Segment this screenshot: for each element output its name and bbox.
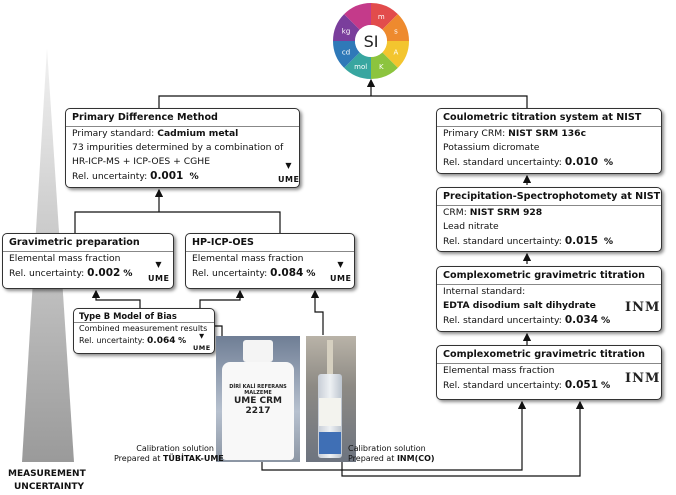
hpicp-title: HP-ICP-OES: [192, 237, 254, 248]
ume-logo: ▼UME: [193, 332, 211, 352]
complex1-title: Complexometric gravimetric titration: [443, 270, 645, 281]
si-wheel-segment: [371, 52, 398, 79]
inm-vial-photo: [306, 336, 356, 462]
si-wheel-segment: [382, 14, 409, 41]
si-center-label: SI: [364, 32, 379, 51]
precip-unc-label: Rel. standard uncertainty:: [443, 236, 565, 247]
primary-unc-label: Rel. uncertainty:: [72, 171, 151, 182]
complex1-unc-value: 0.034: [564, 314, 599, 326]
coulometric-unc-label: Rel. standard uncertainty:: [443, 157, 565, 168]
si-unit-label: kg: [342, 28, 351, 36]
ume-bottle-photo: DİRİ KALİ REFERANS MALZEME UME CRM 2217: [216, 336, 300, 462]
hpicp-line1: Elemental mass fraction: [192, 253, 304, 264]
si-wheel-segment: [333, 14, 360, 41]
complex1-line2: EDTA disodium salt dihydrate: [443, 300, 596, 311]
typeb-unc-value: 0.064: [147, 336, 176, 346]
complex2-unc-unit: %: [600, 380, 611, 391]
gravimetric-unc-unit: %: [123, 268, 133, 279]
primary-line3: HR-ICP-MS + ICP-OES + CGHE: [72, 156, 211, 167]
hpicp-unc-unit: %: [306, 268, 316, 279]
si-unit-label: K: [379, 63, 384, 71]
primary-unc-unit: %: [189, 171, 199, 182]
si-wheel-segment: [333, 41, 360, 68]
typeb-unc-unit: %: [178, 336, 187, 345]
coulometric-unc-value: 0.010: [564, 156, 599, 168]
coulometric-titration-box: Coulometric titration system at NIST Pri…: [436, 108, 662, 174]
si-wheel-segment: [382, 41, 409, 68]
si-wheel-segment: [344, 3, 371, 30]
primary-title: Primary Difference Method: [72, 112, 218, 123]
precipitation-spectrophotometry-box: Precipitation-Spectrophotomety at NIST C…: [436, 187, 662, 252]
complex2-line1: Elemental mass fraction: [443, 365, 555, 376]
bottle-crm-label: UME CRM 2217: [233, 396, 283, 416]
primary-difference-method-box: Primary Difference Method Primary standa…: [65, 108, 300, 188]
inm-calibration-caption: Calibration solution Prepared at INM(CO): [348, 444, 435, 463]
complex1-line1: Internal standard:: [443, 286, 526, 297]
complex1-unc-label: Rel. standard uncertainty:: [443, 315, 565, 326]
hpicp-unc-label: Rel. uncertainty:: [192, 268, 271, 279]
coulometric-crm-value: NIST SRM 136c: [508, 128, 587, 139]
gravimetric-unc-label: Rel. uncertainty:: [9, 268, 88, 279]
type-b-bias-box: Type B Model of Bias Combined measuremen…: [73, 308, 215, 354]
primary-unc-value: 0.001: [150, 170, 184, 182]
gravimetric-preparation-box: Gravimetric preparation Elemental mass f…: [2, 233, 174, 289]
coulometric-line2: Potassium dicromate: [443, 142, 540, 153]
typeb-line1: Combined measurement results: [79, 324, 208, 333]
coulometric-title: Coulometric titration system at NIST: [443, 112, 642, 123]
ume-logo: ▼UME: [148, 260, 170, 283]
top-bus-line: [158, 95, 528, 108]
precip-crm-label: CRM:: [443, 207, 470, 218]
hpicp-unc-value: 0.084: [270, 267, 304, 279]
gravimetric-line1: Elemental mass fraction: [9, 253, 121, 264]
complex2-unc-value: 0.051: [564, 379, 599, 391]
typeb-unc-label: Rel. uncertainty:: [79, 336, 148, 345]
ume-calibration-caption: Calibration solution Prepared at TÜBİTAK…: [114, 444, 224, 463]
ume-logo: ▼UME: [330, 260, 352, 283]
complexometric-elemental-box: Complexometric gravimetric titration Ele…: [436, 345, 662, 400]
si-unit-label: s: [394, 28, 398, 36]
si-unit-label: m: [378, 13, 385, 21]
measurement-uncertainty-label: MEASUREMENT UNCERTAINTY: [8, 469, 86, 492]
precip-title: Precipitation-Spectrophotomety at NIST: [443, 191, 661, 202]
primary-standard-label: Primary standard:: [72, 128, 158, 139]
precip-unc-value: 0.015: [564, 235, 599, 247]
bottle-label-text: DİRİ KALİ REFERANS MALZEME: [229, 384, 287, 396]
si-unit-label: mol: [354, 63, 367, 71]
si-unit-label: A: [394, 48, 399, 56]
precip-line2: Lead nitrate: [443, 221, 499, 232]
inm-logo: INM: [625, 300, 661, 315]
inm-logo: INM: [625, 371, 661, 386]
si-wheel-segment: [344, 52, 371, 79]
complex1-unc-unit: %: [600, 315, 611, 326]
complexometric-internal-standard-box: Complexometric gravimetric titration Int…: [436, 266, 662, 332]
complex2-unc-label: Rel. standard uncertainty:: [443, 380, 565, 391]
si-wheel-segment: [371, 3, 398, 30]
primary-line2: 73 impurities determined by a combinatio…: [72, 142, 284, 153]
gravimetric-unc-value: 0.002: [87, 267, 121, 279]
complex2-title: Complexometric gravimetric titration: [443, 349, 645, 360]
precip-unc-unit: %: [603, 236, 614, 247]
coulometric-crm-label: Primary CRM:: [443, 128, 509, 139]
ume-logo: ▼UME: [278, 161, 300, 184]
hp-icp-oes-box: HP-ICP-OES Elemental mass fraction Rel. …: [185, 233, 355, 289]
primary-standard-value: Cadmium metal: [157, 128, 239, 139]
precip-crm-value: NIST SRM 928: [469, 207, 543, 218]
typeb-title: Type B Model of Bias: [79, 311, 177, 321]
coulometric-unc-unit: %: [603, 157, 614, 168]
gravimetric-title: Gravimetric preparation: [9, 237, 140, 248]
si-unit-label: cd: [342, 48, 350, 56]
